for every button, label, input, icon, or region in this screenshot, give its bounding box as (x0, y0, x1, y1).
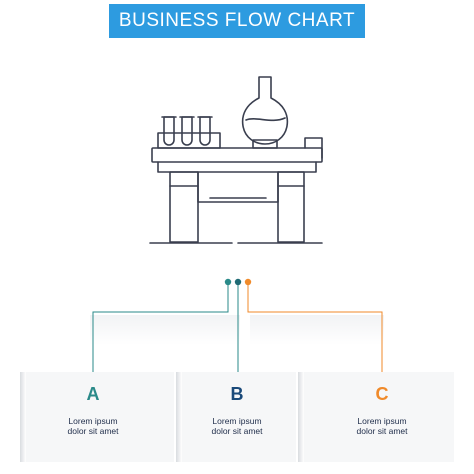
card-b-background (180, 372, 296, 462)
connector-a (92, 285, 229, 372)
left-shadow (90, 315, 240, 345)
option-c-line2: dolor sit amet (356, 426, 408, 436)
option-a-letter: A (86, 384, 100, 404)
card-a-background (20, 372, 174, 462)
title-banner: BUSINESS FLOW CHART (109, 4, 365, 38)
option-c-line1: Lorem ipsum (357, 416, 407, 426)
dot-c (244, 278, 252, 286)
dot-a (224, 278, 232, 286)
option-b-text: Lorem ipsum dolor sit amet (160, 416, 314, 436)
option-card-a: A Lorem ipsum dolor sit amet (16, 372, 170, 462)
option-a-text: Lorem ipsum dolor sit amet (16, 416, 170, 436)
option-b-letter: B (230, 384, 244, 404)
dot-b (234, 278, 242, 286)
right-shadow (250, 315, 384, 345)
option-b-line1: Lorem ipsum (212, 416, 262, 426)
banner-title: BUSINESS FLOW CHART (118, 10, 356, 31)
card-c-background (300, 372, 454, 462)
option-c-text: Lorem ipsum dolor sit amet (305, 416, 459, 436)
card-c-edge (298, 372, 304, 462)
connector-c (247, 285, 383, 372)
option-b-line2: dolor sit amet (211, 426, 263, 436)
card-a-edge (20, 372, 26, 462)
option-card-b: B Lorem ipsum dolor sit amet (160, 372, 314, 462)
option-a-line1: Lorem ipsum (68, 416, 118, 426)
option-c-letter: C (375, 384, 389, 404)
card-backgrounds (20, 315, 454, 462)
laboratory-bench-icon (149, 76, 323, 244)
connector-dots (224, 278, 252, 286)
option-a-line2: dolor sit amet (67, 426, 119, 436)
option-card-c: C Lorem ipsum dolor sit amet (305, 372, 459, 462)
connector-lines (92, 285, 383, 372)
card-b-edge (176, 372, 182, 462)
